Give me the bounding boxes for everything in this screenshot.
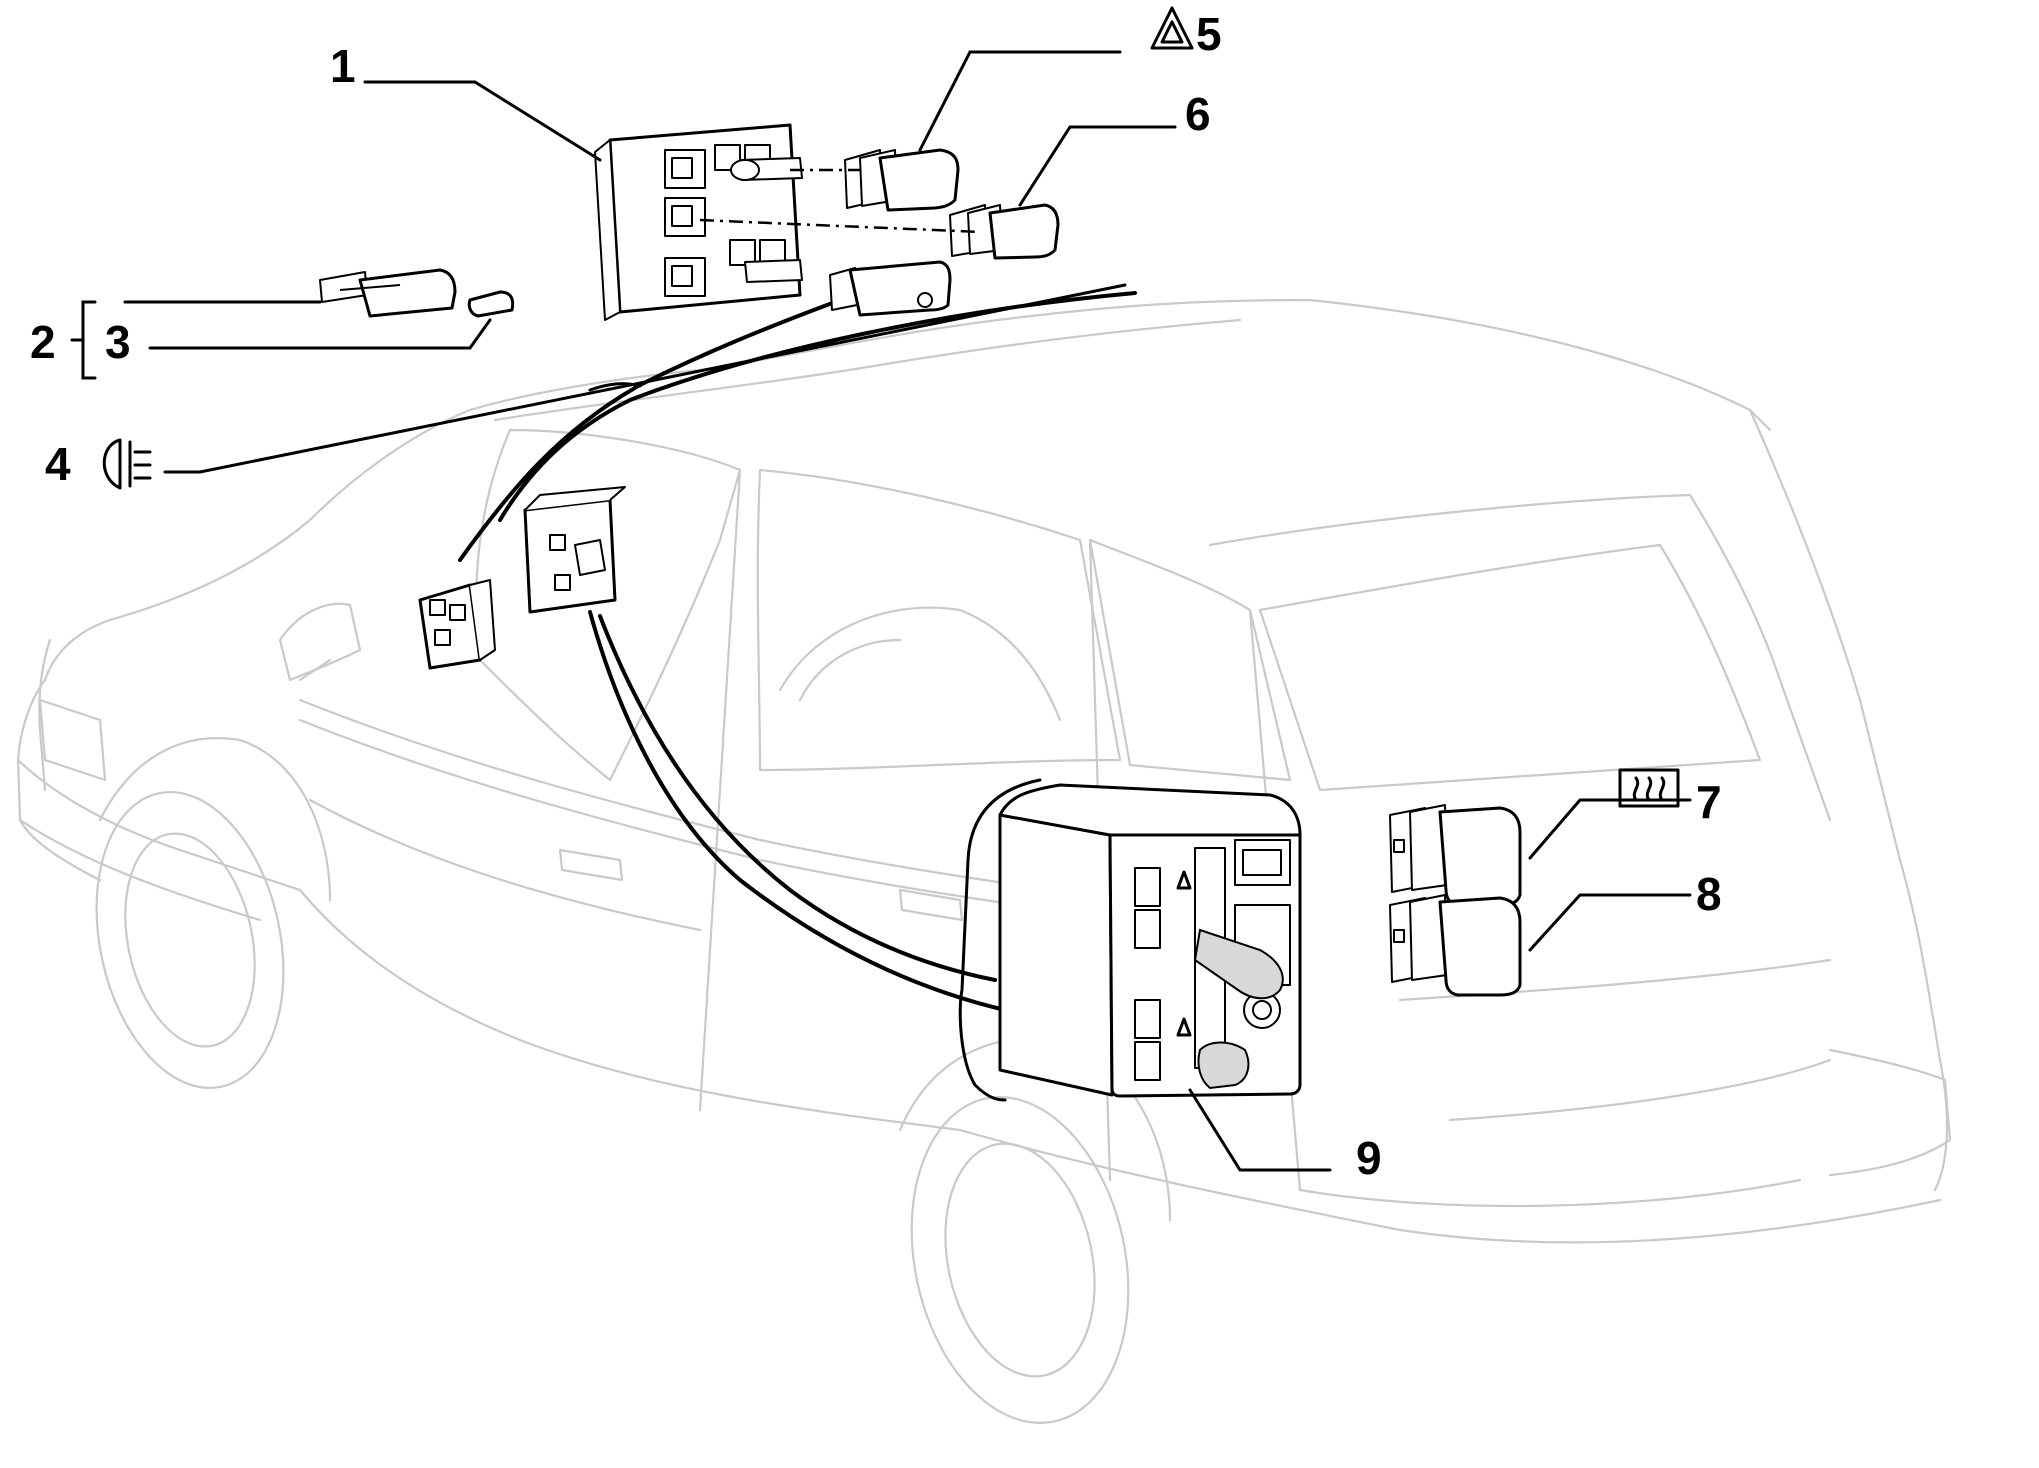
leader-lines — [70, 50, 1692, 1172]
callout-4: 4 — [45, 438, 71, 490]
hazard-switch-part-5 — [844, 148, 960, 212]
hazard-warning-icon — [1150, 6, 1194, 50]
callout-8: 8 — [1696, 868, 1722, 920]
switch-panel-part-9 — [998, 783, 1302, 1098]
zoom-bracket — [958, 778, 1042, 1102]
rear-window-heater-icon — [1618, 768, 1680, 808]
callout-1: 1 — [330, 40, 356, 92]
callout-2: 2 — [30, 316, 56, 368]
switch-part-2 — [319, 268, 457, 318]
switch-part-8 — [1389, 894, 1522, 997]
car-outline — [16, 298, 1952, 1424]
callout-9: 9 — [1356, 1132, 1382, 1184]
switch-part-7 — [1389, 804, 1522, 907]
switch-knob-unit — [829, 260, 952, 317]
dashboard-switch-unit — [523, 486, 626, 614]
rear-fog-light-icon — [102, 438, 152, 490]
callout-3: 3 — [105, 316, 131, 368]
switch-panel-part-1 — [594, 123, 803, 321]
callout-6: 6 — [1185, 88, 1211, 140]
callout-5: 5 — [1196, 8, 1222, 60]
callout-7: 7 — [1696, 776, 1722, 828]
bulb-part-3 — [467, 290, 515, 318]
mirror-switch-unit — [418, 579, 496, 670]
